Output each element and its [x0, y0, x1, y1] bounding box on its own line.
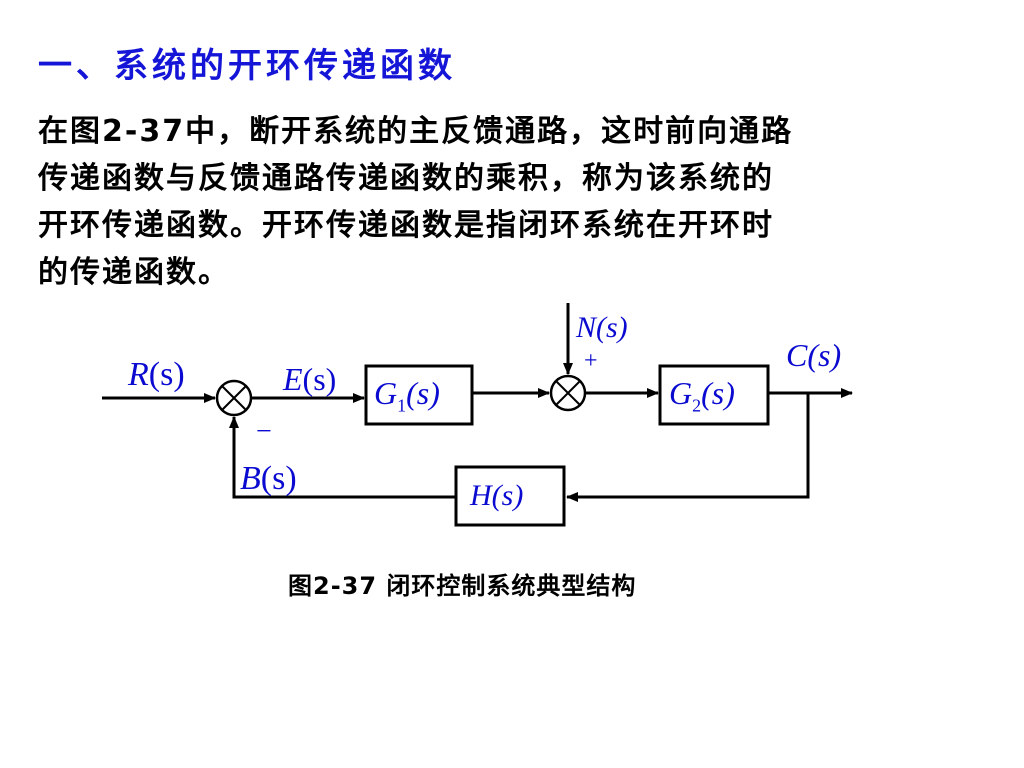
error-label: E(s)	[283, 361, 337, 397]
input-label: R(s)	[128, 356, 185, 393]
feedback-signal-label: B(s)	[240, 460, 297, 497]
slide-title: 一、系统的开环传递函数	[38, 46, 456, 86]
minus-sign: −	[256, 416, 272, 447]
paragraph-line: 传递函数与反馈通路传递函数的乘积，称为该系统的	[38, 161, 774, 196]
paragraph-line: 开环传递函数。开环传递函数是指闭环系统在开环时	[38, 208, 774, 243]
feedback-path-right	[566, 393, 810, 502]
slide-paragraph: 在图2-37中，断开系统的主反馈通路，这时前向通路 传递函数与反馈通路传递函数的…	[38, 108, 998, 296]
output-label: C(s)	[786, 337, 842, 373]
g1-block	[364, 364, 474, 426]
summing-junction-2	[549, 374, 587, 412]
paragraph-line: 的传递函数。	[38, 255, 230, 290]
paragraph-line: 在图2-37中，断开系统的主反馈通路，这时前向通路	[38, 114, 794, 149]
g2-label: G2(s)	[669, 375, 735, 416]
feedback-path-left	[229, 416, 456, 499]
h-label: H(s)	[470, 479, 524, 512]
g1-label: G1(s)	[374, 375, 440, 416]
g2-block	[658, 364, 770, 426]
disturbance-label: N(s)	[576, 311, 628, 344]
plus-sign: +	[584, 348, 598, 374]
summing-junction-1	[215, 379, 253, 417]
figure-caption: 图2-37 闭环控制系统典型结构	[288, 572, 637, 600]
